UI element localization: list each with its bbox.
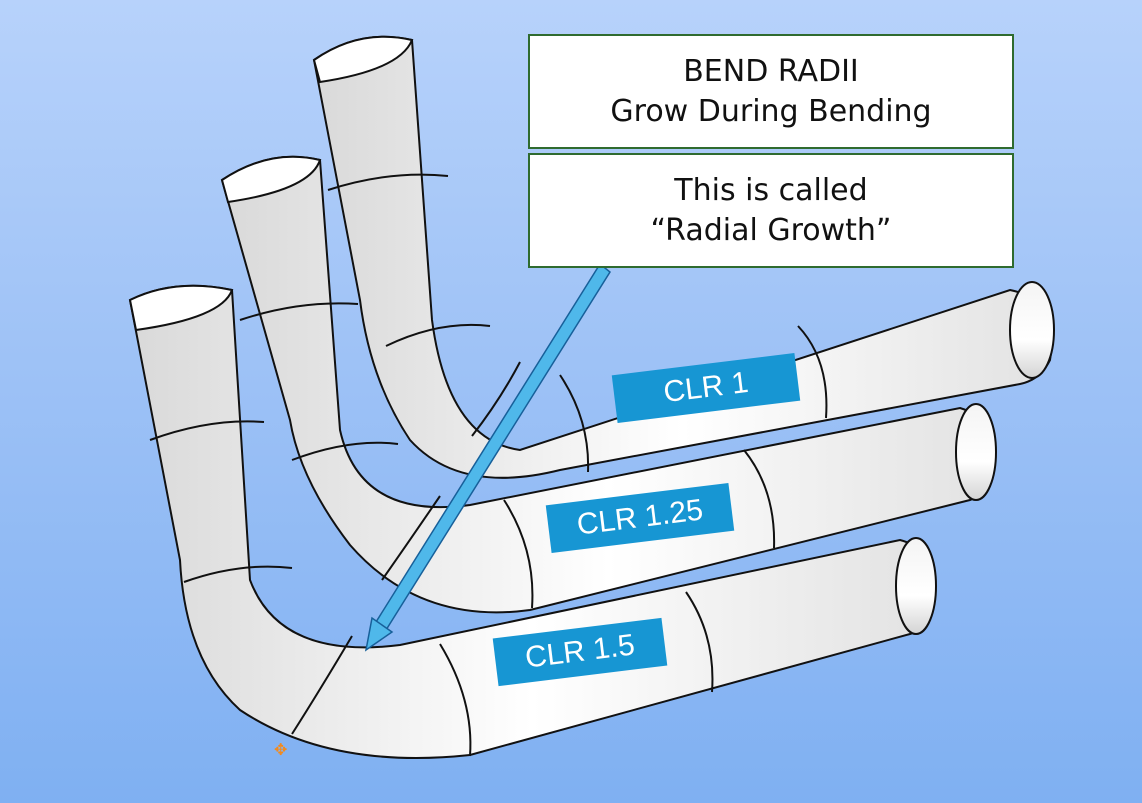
tube-clr-15 (128, 284, 937, 759)
tube-clr-125 (220, 155, 997, 614)
note-callout: This is called “Radial Growth” (528, 153, 1014, 268)
note-line-1: This is called (674, 173, 868, 208)
tube-clr-1 (312, 35, 1055, 479)
title-callout: BEND RADII Grow During Bending (528, 34, 1014, 149)
title-line-2: Grow During Bending (610, 94, 932, 129)
note-line-2: “Radial Growth” (650, 213, 892, 248)
origin-marker-icon: ✥ (274, 740, 288, 759)
title-line-1: BEND RADII (683, 54, 859, 89)
callout-arrow (364, 262, 611, 652)
